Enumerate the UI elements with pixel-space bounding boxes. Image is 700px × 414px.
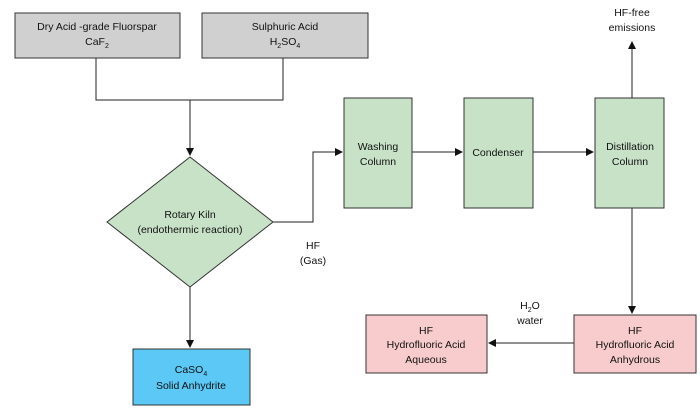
node-washing-column: Washing Column bbox=[343, 97, 413, 209]
svg-text:CaSO4: CaSO4 bbox=[175, 364, 208, 378]
svg-text:Condenser: Condenser bbox=[472, 147, 524, 159]
node-fluorspar: Dry Acid -grade Fluorspar CaF2 bbox=[14, 12, 181, 59]
svg-text:Sulphuric Acid: Sulphuric Acid bbox=[252, 21, 319, 33]
svg-text:H2SO4: H2SO4 bbox=[270, 36, 301, 50]
node-distillation-column: Distillation Column bbox=[594, 97, 665, 209]
svg-text:water: water bbox=[516, 315, 543, 327]
svg-text:Solid Anhydrite: Solid Anhydrite bbox=[156, 380, 226, 392]
node-condenser: Condenser bbox=[463, 97, 534, 209]
node-rotary-kiln: Rotary Kiln (endothermic reaction) bbox=[106, 156, 274, 288]
svg-text:HF: HF bbox=[419, 325, 433, 337]
svg-text:HF: HF bbox=[306, 240, 320, 252]
svg-text:Hydrofluoric Acid: Hydrofluoric Acid bbox=[387, 339, 466, 351]
svg-text:HF-free: HF-free bbox=[614, 7, 650, 19]
label-hf-gas: HF (Gas) bbox=[300, 240, 326, 267]
svg-text:(endothermic reaction): (endothermic reaction) bbox=[137, 224, 242, 236]
svg-text:Rotary Kiln: Rotary Kiln bbox=[164, 209, 216, 221]
node-hf-anhydrous: HF Hydrofluoric Acid Anhydrous bbox=[573, 314, 697, 374]
connector-fluorspar bbox=[95, 58, 284, 101]
svg-text:Distillation: Distillation bbox=[606, 141, 654, 153]
svg-text:Hydrofluoric Acid: Hydrofluoric Acid bbox=[596, 339, 675, 351]
svg-text:Column: Column bbox=[360, 156, 396, 168]
svg-text:(Gas): (Gas) bbox=[300, 255, 326, 267]
node-sulphuric-acid: Sulphuric Acid H2SO4 bbox=[201, 12, 369, 59]
svg-text:HF: HF bbox=[628, 325, 642, 337]
arrow-to-washing bbox=[273, 148, 343, 223]
label-water: H2O water bbox=[516, 300, 543, 327]
svg-text:Washing: Washing bbox=[358, 141, 399, 153]
svg-text:Column: Column bbox=[612, 156, 648, 168]
svg-text:Dry Acid -grade Fluorspar: Dry Acid -grade Fluorspar bbox=[37, 21, 157, 33]
label-emissions: HF-free emissions bbox=[609, 7, 656, 34]
node-solid-anhydrite: CaSO4 Solid Anhydrite bbox=[132, 348, 251, 406]
svg-text:emissions: emissions bbox=[609, 22, 656, 34]
svg-text:H2O: H2O bbox=[520, 300, 540, 314]
svg-text:Anhydrous: Anhydrous bbox=[610, 354, 660, 366]
svg-text:Aqueous: Aqueous bbox=[405, 354, 446, 366]
svg-text:CaF2: CaF2 bbox=[85, 36, 109, 50]
node-hf-aqueous: HF Hydrofluoric Acid Aqueous bbox=[365, 314, 488, 374]
connectors bbox=[95, 41, 636, 348]
